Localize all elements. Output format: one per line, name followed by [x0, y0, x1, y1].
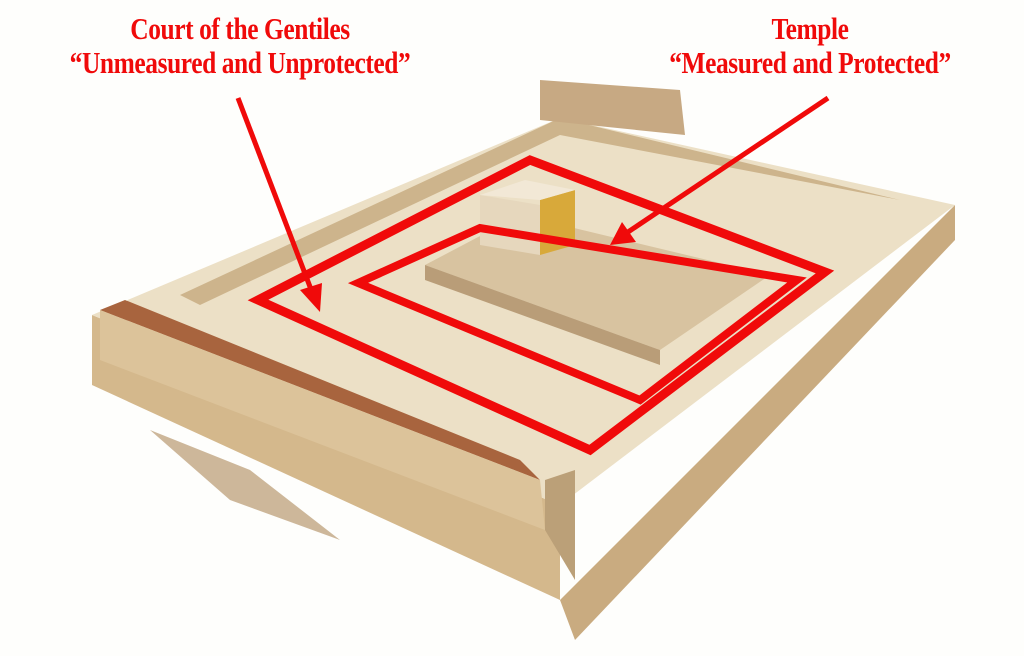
temple-label: Temple “Measured and Protected”	[575, 12, 1024, 80]
left-arrow	[235, 97, 322, 312]
left-label-title: Court of the Gentiles	[130, 11, 350, 46]
royal-stoa-roof	[100, 300, 540, 480]
north-colonnade	[180, 118, 900, 305]
inner-boundary-line	[347, 223, 807, 405]
right-label-subtitle: “Measured and Protected”	[669, 45, 951, 80]
royal-stoa-wall	[100, 310, 545, 530]
left-label-subtitle: “Unmeasured and Unprotected”	[69, 45, 411, 80]
outer-boundary-line	[247, 155, 835, 456]
sanctuary-roof	[480, 180, 575, 200]
court-of-gentiles-label: Court of the Gentiles “Unmeasured and Un…	[0, 12, 500, 80]
stoa-side	[545, 470, 575, 580]
right-arrow	[610, 95, 830, 245]
south-stairs	[150, 430, 340, 540]
sanctuary-front	[480, 195, 540, 255]
right-label-title: Temple	[771, 11, 849, 46]
platform-east-wall	[560, 205, 955, 640]
northwest-tower	[540, 80, 685, 135]
inner-court-wall	[425, 265, 660, 365]
